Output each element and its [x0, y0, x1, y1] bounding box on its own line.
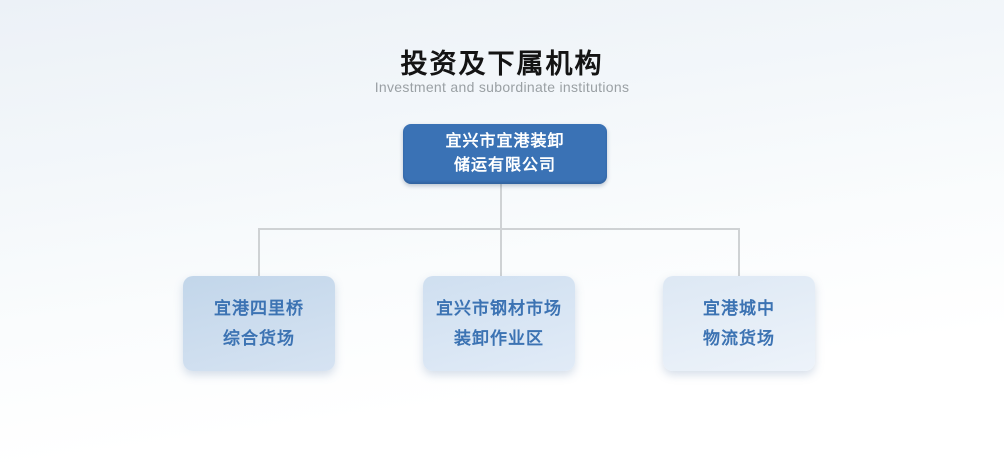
org-node-child-1: 宜港四里桥 综合货场 [183, 276, 335, 371]
section-subtitle: Investment and subordinate institutions [374, 79, 630, 95]
connector-horizontal-rail [258, 228, 740, 230]
org-node-child-3: 宜港城中 物流货场 [663, 276, 815, 371]
section-title: 投资及下属机构 [400, 49, 604, 79]
org-node-child-2-line2: 装卸作业区 [454, 328, 544, 348]
org-node-root: 宜兴市宜港装卸 储运有限公司 [403, 124, 607, 184]
connector-drop-right [738, 228, 740, 276]
org-node-child-3-line1: 宜港城中 [703, 298, 775, 318]
org-node-child-2: 宜兴市钢材市场 装卸作业区 [423, 276, 575, 371]
org-node-root-line2: 储运有限公司 [453, 157, 556, 174]
connector-root-to-rail [500, 184, 502, 276]
org-node-child-1-line2: 综合货场 [223, 328, 295, 348]
org-node-child-1-line1: 宜港四里桥 [214, 298, 304, 318]
org-node-child-3-line2: 物流货场 [703, 328, 775, 348]
org-node-root-line1: 宜兴市宜港装卸 [445, 133, 565, 150]
connector-drop-left [258, 228, 260, 276]
org-node-child-2-line1: 宜兴市钢材市场 [436, 298, 562, 318]
